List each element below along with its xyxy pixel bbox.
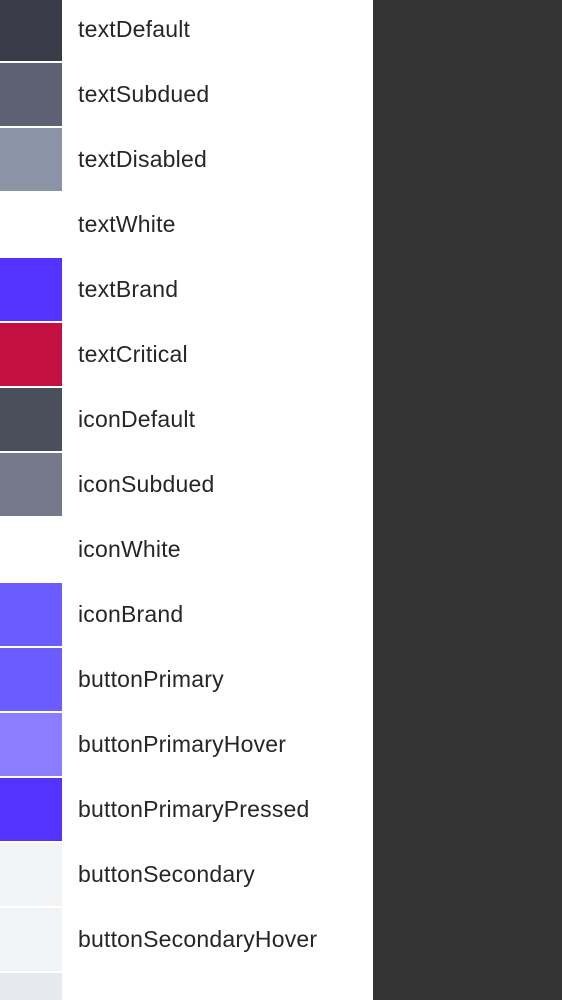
color-token-row: buttonSecondary [0, 842, 373, 907]
color-swatch [0, 648, 62, 711]
color-swatch [0, 258, 62, 321]
color-swatch [0, 778, 62, 841]
color-token-name: iconDefault [78, 406, 196, 432]
color-token-row: textDefault [0, 0, 373, 62]
color-swatch [0, 128, 62, 191]
color-token-name: buttonSecondaryHover [78, 926, 318, 952]
color-token-row: buttonSecondaryHover [0, 907, 373, 972]
color-swatch [0, 193, 62, 256]
color-token-name: iconSubdued [78, 471, 215, 497]
color-swatch [0, 63, 62, 126]
color-token-name: buttonSecondary [78, 861, 255, 887]
color-token-row: textSubdued [0, 62, 373, 127]
color-token-name: buttonPrimary [78, 666, 224, 692]
color-swatch [0, 583, 62, 646]
color-token-row: buttonPrimary [0, 647, 373, 712]
color-token-list-panel: textDefault textSubdued textDisabled textWh… [0, 0, 373, 1000]
color-token-row: buttonPrimaryHover [0, 712, 373, 777]
color-token-name: textWhite [78, 211, 176, 237]
color-token-row: iconSubdued [0, 452, 373, 517]
color-token-name: iconBrand [78, 601, 184, 627]
color-token-row: buttonPrimaryPressed [0, 777, 373, 842]
color-token-name: buttonPrimaryPressed [78, 796, 310, 822]
color-token-name: textBrand [78, 276, 179, 302]
color-token-name: textDefault [78, 16, 191, 42]
color-swatch [0, 453, 62, 516]
color-swatch [0, 973, 62, 1000]
color-token-row [0, 972, 373, 1000]
color-swatch [0, 518, 62, 581]
color-token-name: textDisabled [78, 146, 207, 172]
color-token-row: textCritical [0, 322, 373, 387]
color-token-row: textBrand [0, 257, 373, 322]
color-token-row: iconBrand [0, 582, 373, 647]
color-swatch [0, 0, 62, 61]
dark-side-panel [373, 0, 562, 1000]
color-swatch [0, 323, 62, 386]
color-token-row: textDisabled [0, 127, 373, 192]
color-token-row: iconDefault [0, 387, 373, 452]
color-token-list: textDefault textSubdued textDisabled textWh… [0, 0, 373, 1000]
color-token-row: iconWhite [0, 517, 373, 582]
color-token-name: buttonPrimaryHover [78, 731, 287, 757]
color-swatch [0, 713, 62, 776]
color-swatch [0, 843, 62, 906]
color-token-row: textWhite [0, 192, 373, 257]
color-swatch [0, 908, 62, 971]
color-token-name: textCritical [78, 341, 188, 367]
color-token-name: textSubdued [78, 81, 210, 107]
color-token-name: iconWhite [78, 536, 181, 562]
color-swatch [0, 388, 62, 451]
